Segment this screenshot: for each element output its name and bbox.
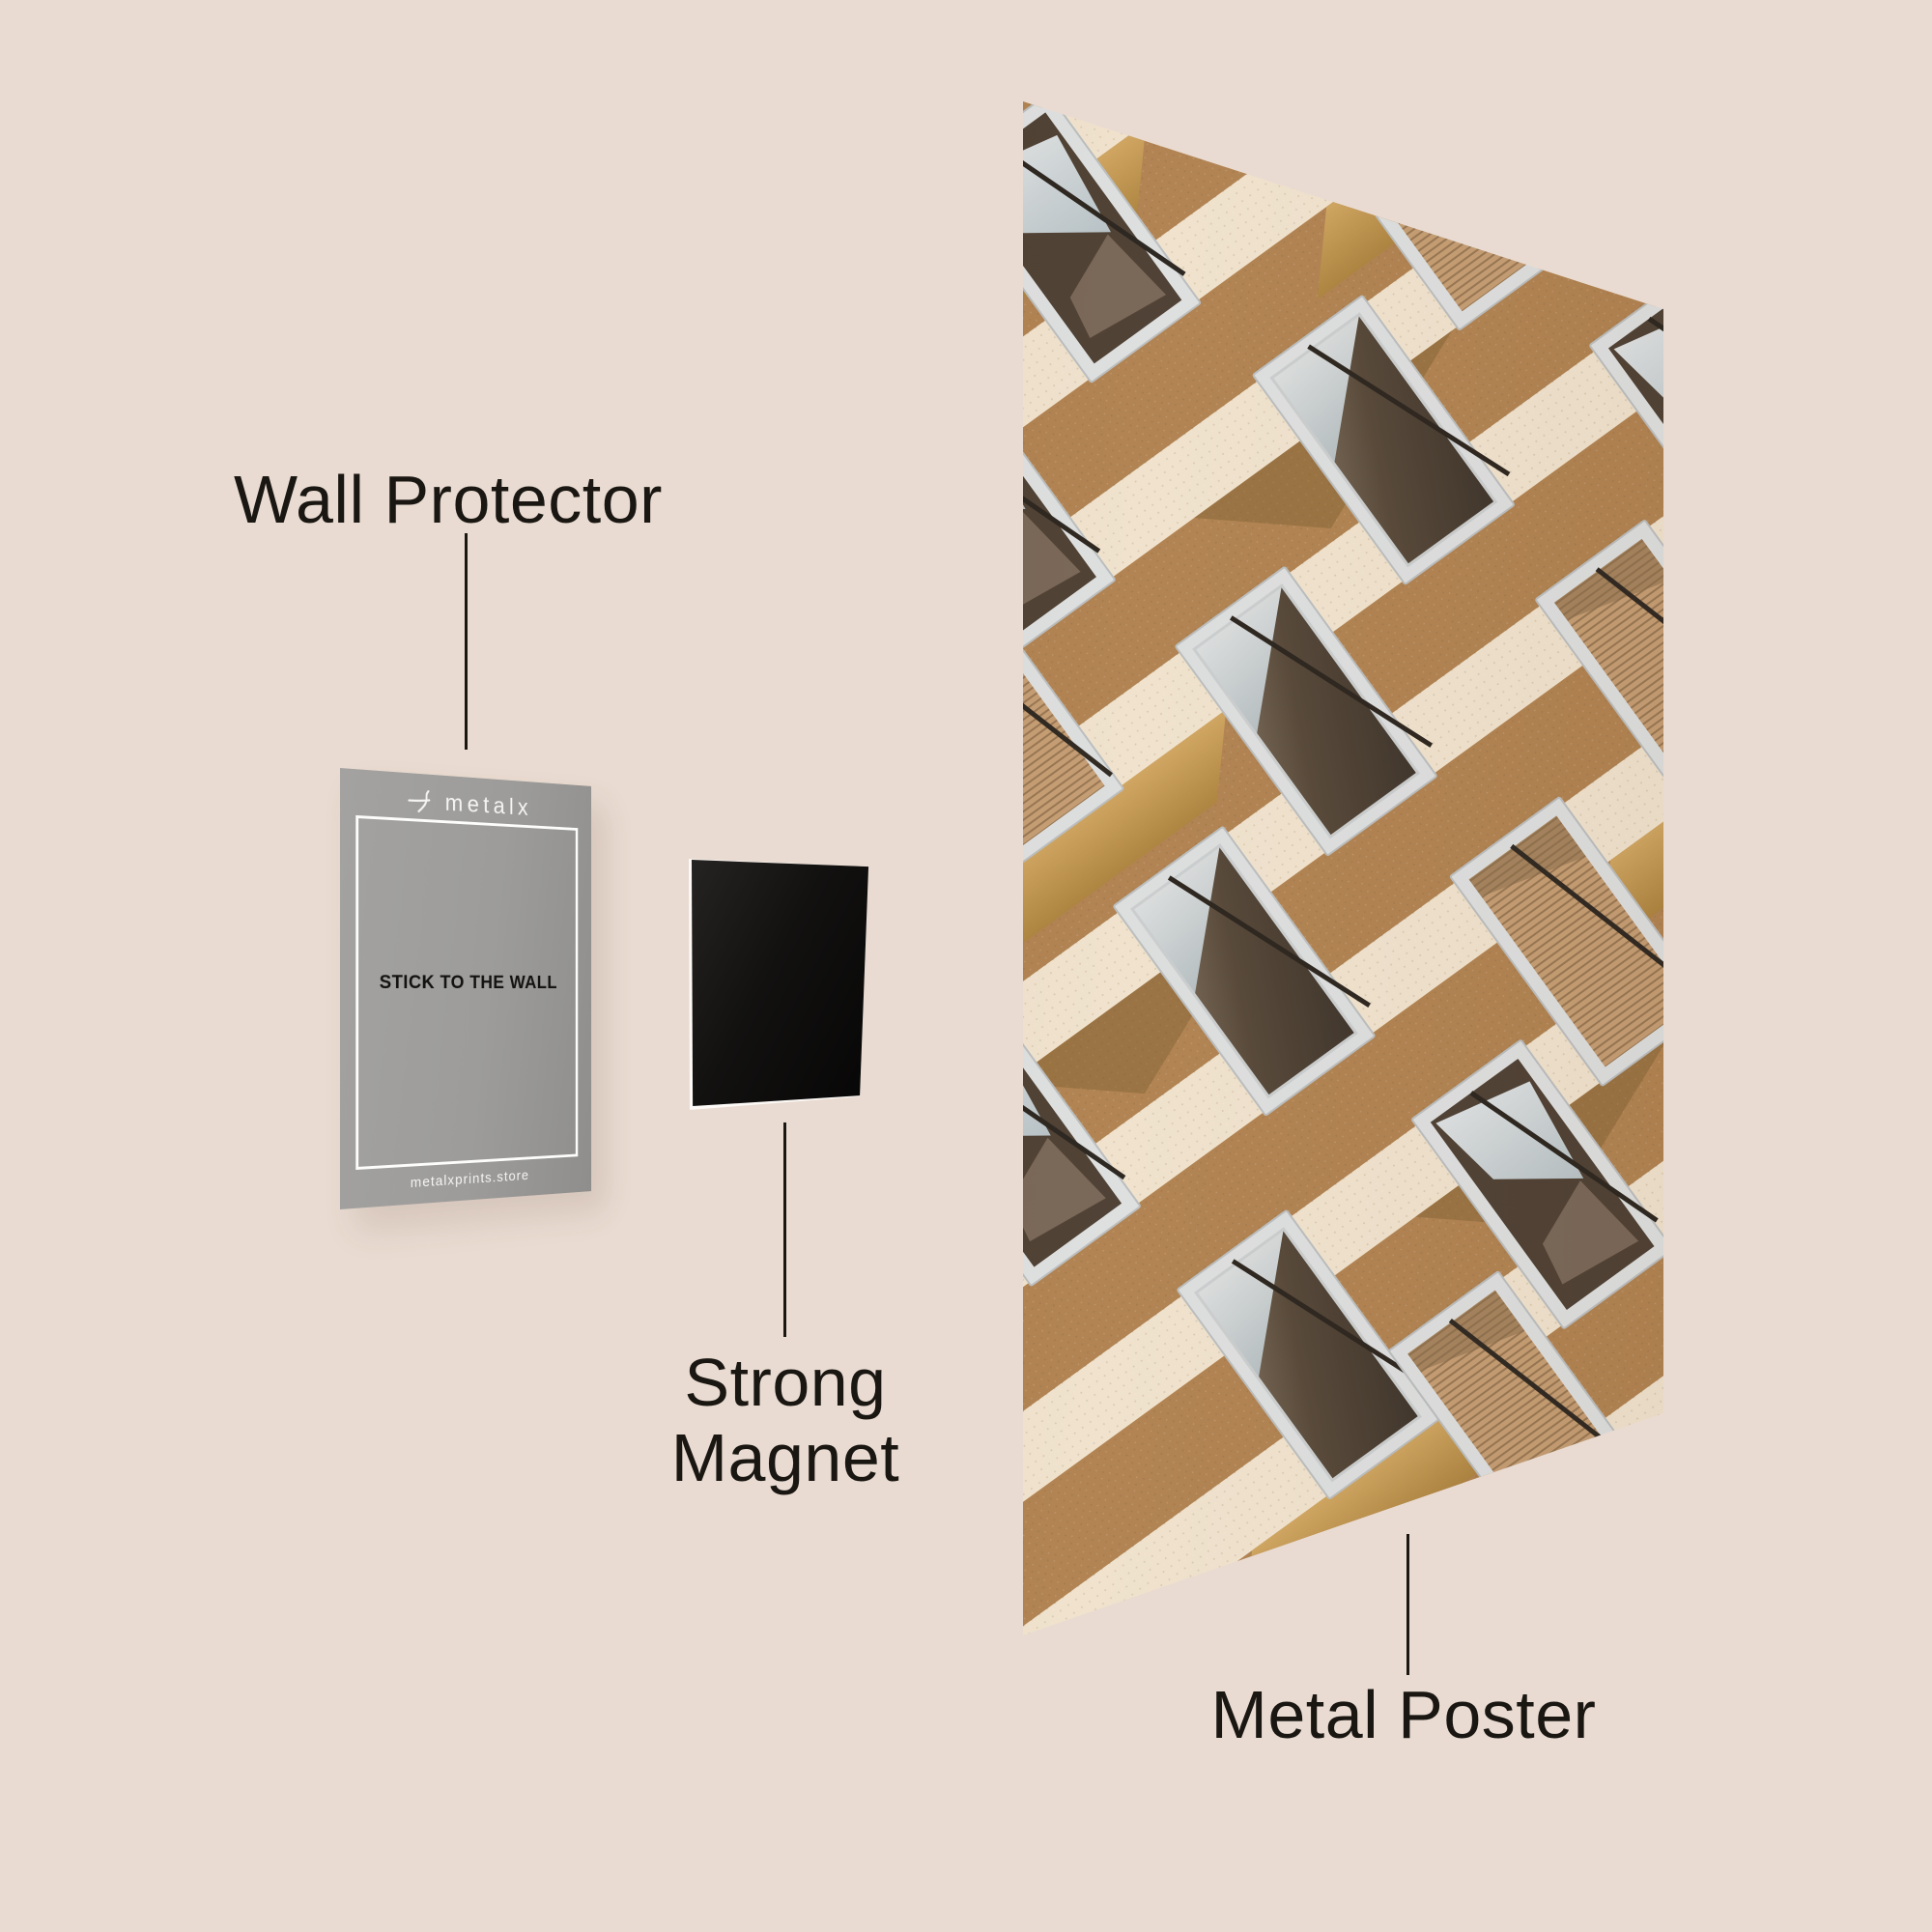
strong-magnet-connector-line — [783, 1122, 786, 1337]
card-instruction-text: STICK TO THE WALL — [379, 972, 557, 993]
metal-poster-label: Metal Poster — [1210, 1677, 1597, 1752]
strong-magnet-label: Strong Magnet — [670, 1345, 900, 1496]
wall-protector-card: metalx STICK TO THE WALL metalxprints.st… — [340, 768, 592, 1209]
magnet-face — [691, 860, 869, 1107]
metal-poster-artwork — [1023, 101, 1663, 1635]
card-brand-text: metalx — [444, 788, 532, 821]
wall-protector-label: Wall Protector — [234, 462, 663, 537]
card-website-text: metalxprints.store — [410, 1167, 530, 1192]
building-facade-image — [1023, 101, 1663, 1635]
metalx-logo-icon — [408, 788, 438, 814]
wall-protector-connector-line — [465, 533, 468, 750]
metal-poster-connector-line — [1406, 1534, 1409, 1675]
strong-magnet — [689, 859, 869, 1111]
